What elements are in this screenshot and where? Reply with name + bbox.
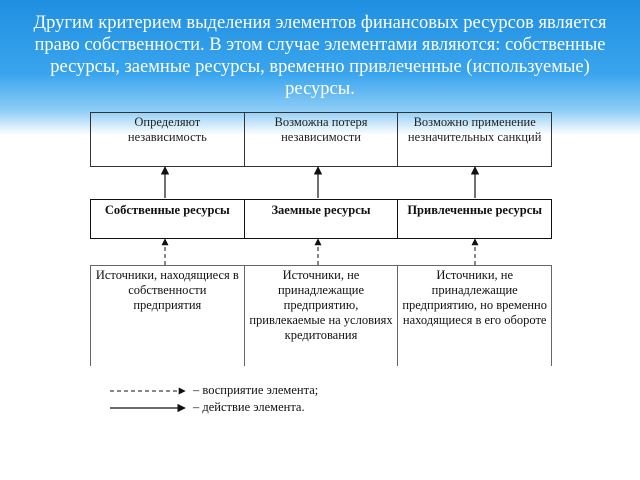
resource-borrowed: Заемные ресурсы (243, 200, 398, 238)
source-borrowed: Источники, не принадлежащие предприятию,… (243, 266, 398, 366)
consequence-attracted: Возможно применение незначительных санкц… (397, 113, 551, 166)
resource-own: Собственные ресурсы (104, 203, 230, 217)
consequence-borrowed: Возможна потеря независимости (243, 113, 398, 166)
sources-row: Источники, находящиеся в собственности п… (90, 265, 552, 366)
slide-title: Другим критерием выделения элементов фин… (33, 13, 607, 99)
source-attracted: Источники, не принадлежащие предприятию,… (397, 266, 551, 366)
consequence-own: Определяют независимость (127, 115, 207, 144)
legend-dashed-label: – восприятие элемента; (193, 383, 319, 397)
legend-solid-label: – действие элемента. (193, 400, 305, 414)
resources-row: Собственные ресурсы Заемные ресурсы Прив… (90, 199, 552, 239)
resource-attracted: Привлеченные ресурсы (397, 200, 551, 238)
consequences-row: Определяют независимость Возможна потеря… (90, 112, 552, 167)
source-own: Источники, находящиеся в собственности п… (95, 268, 239, 312)
